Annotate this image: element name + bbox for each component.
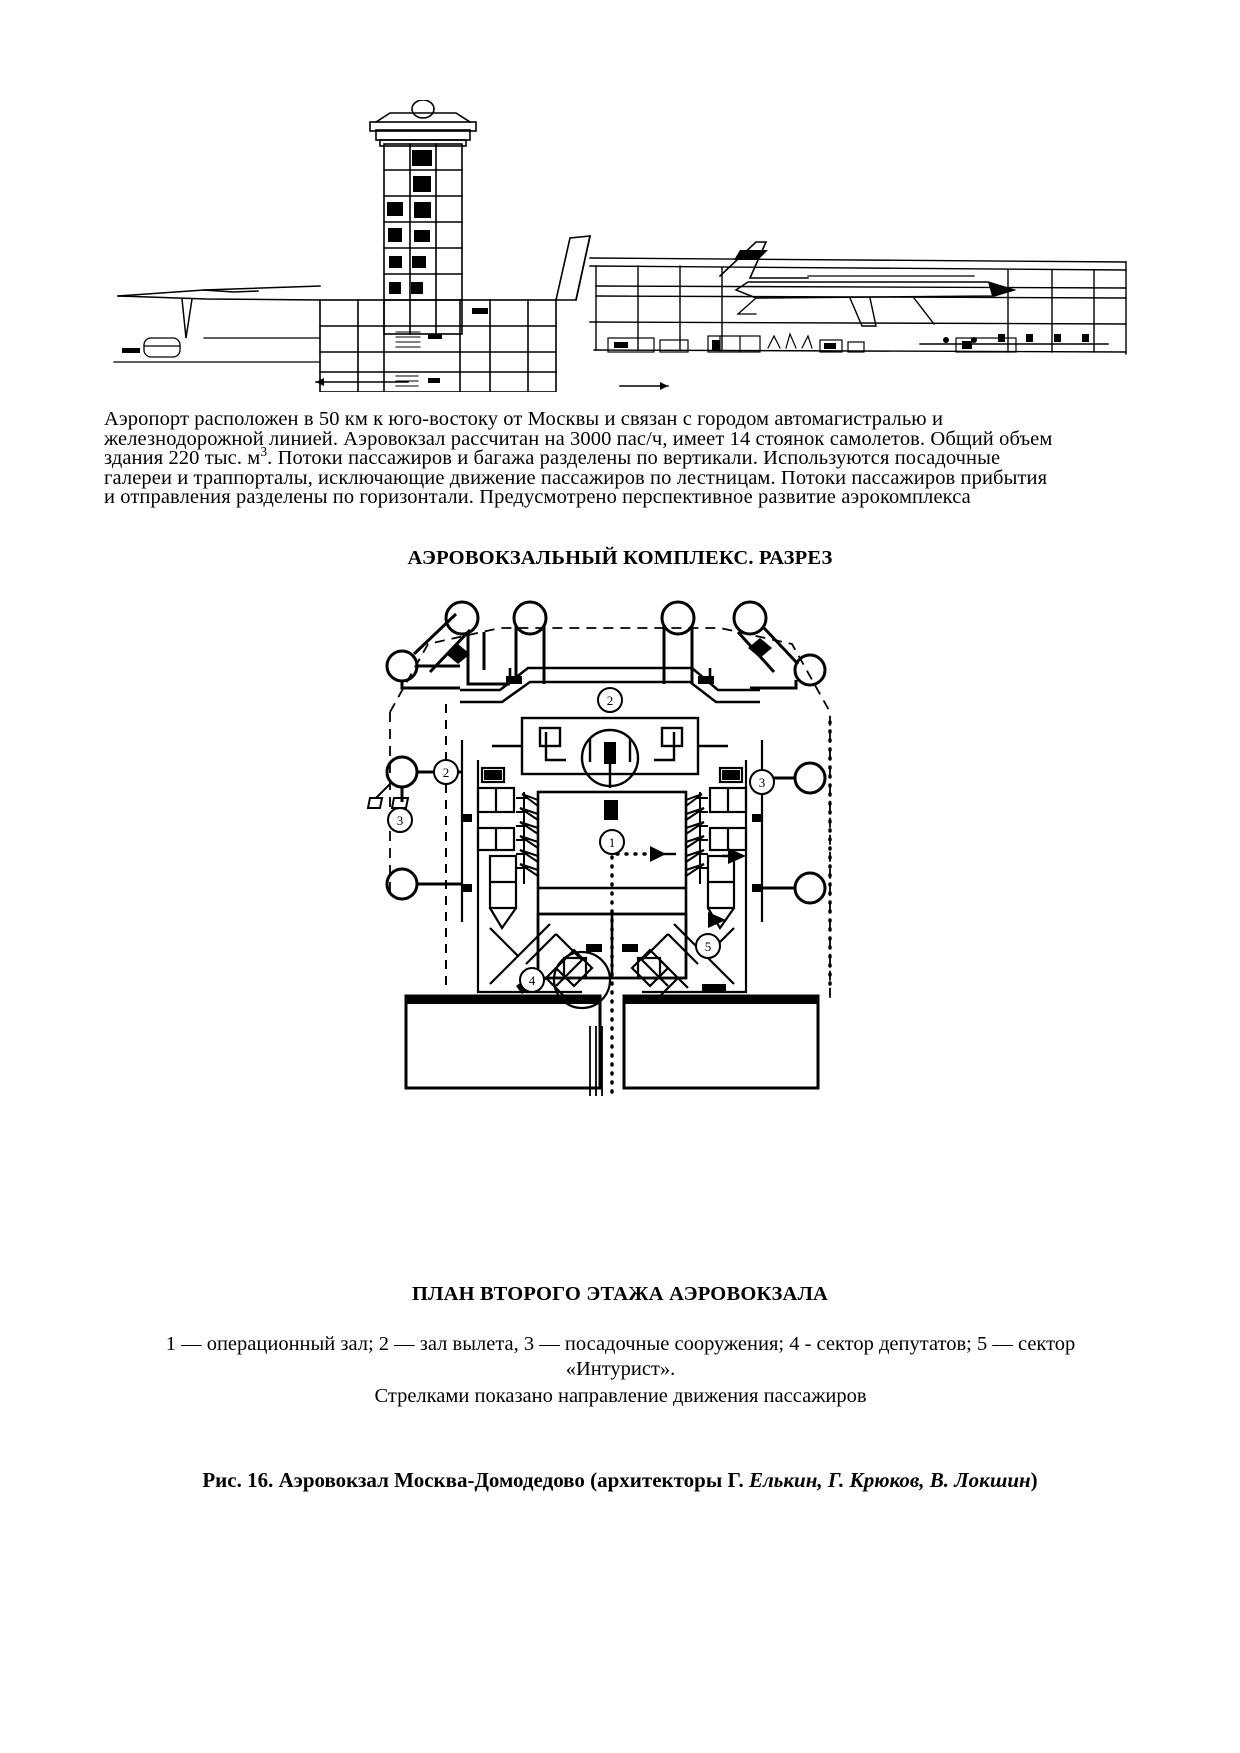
paragraph-line-5: и отправления разделены по горизонтали. … xyxy=(104,486,971,509)
plan-marker-1-label: 1 xyxy=(609,835,616,850)
figure-caption: Рис. 16. Аэровокзал Москва-Домодедово (а… xyxy=(0,1468,1240,1493)
cross-section-heading: АЭРОВОКЗАЛЬНЫЙ КОМПЛЕКС. РАЗРЕЗ xyxy=(407,547,833,569)
aircraft-silhouette xyxy=(718,241,1017,327)
plan-marker-2-top-label: 2 xyxy=(607,693,614,708)
paragraph-line-4: галереи и траппорталы, исключающие движе… xyxy=(104,466,1048,489)
airport-cross-section-figure xyxy=(108,100,1132,392)
figure-caption-prefix: Рис. 16. Аэровокзал Москва-Домодедово (а… xyxy=(202,1468,749,1492)
plan-marker-5-label: 5 xyxy=(705,939,712,954)
plan-marker-2-left: 2 xyxy=(433,759,459,785)
plan-marker-2-left-label: 2 xyxy=(443,765,450,780)
legend-line-1: 1 — операционный зал; 2 — зал вылета, 3 … xyxy=(165,1333,1076,1355)
floor-plan-svg: 1 2 2 3 3 xyxy=(366,600,832,1096)
left-service-wing xyxy=(460,740,518,931)
flow-arrow-stems xyxy=(660,852,742,858)
expansion-dashed-outline xyxy=(389,627,831,1002)
control-tower xyxy=(369,100,477,335)
second-floor-plan-figure: 1 2 2 3 3 xyxy=(350,592,870,1137)
cubic-meter-exponent: 3 xyxy=(260,444,268,460)
paragraph-line-3-prefix: здания 220 тыс. м xyxy=(104,447,261,470)
apron-solid-marks xyxy=(614,340,972,350)
floor-plan-heading: ПЛАН ВТОРОГО ЭТАЖА АЭРОВОКЗАЛА xyxy=(411,1283,829,1305)
ground-vehicle-left xyxy=(122,337,181,358)
plan-marker-5: 5 xyxy=(695,933,721,959)
plan-marker-1: 1 xyxy=(599,829,625,855)
upper-departure-hall xyxy=(492,716,728,788)
terminal-core-block xyxy=(319,299,557,392)
scale-tick-strip xyxy=(919,334,1109,345)
intourist-sector-wing xyxy=(630,922,748,997)
stair-hatching xyxy=(395,331,421,387)
cross-section-svg xyxy=(113,100,1127,392)
plan-marker-3-right-label: 3 xyxy=(759,775,766,790)
flow-arrow-markers xyxy=(315,378,669,390)
plan-marker-2-top: 2 xyxy=(597,687,623,713)
arm-detail-marks xyxy=(446,638,772,684)
canted-facade-wall xyxy=(554,235,592,301)
boarding-gallery-structure xyxy=(589,257,1127,355)
ground-service-symbol xyxy=(366,756,418,809)
paragraph-line-1: Аэропорт расположен в 50 км к юго-восток… xyxy=(104,408,944,430)
lower-centre-rule xyxy=(589,1026,603,1096)
apron-level-details xyxy=(607,332,1017,353)
plan-marker-4: 4 xyxy=(519,967,545,993)
figure-caption-suffix: ) xyxy=(1030,1468,1038,1492)
plan-marker-3-left: 3 xyxy=(387,807,413,833)
right-service-wing xyxy=(706,740,764,931)
plan-legend: 1 — операционный зал; 2 — зал вылета, 3 … xyxy=(104,1332,1137,1409)
operations-hall xyxy=(536,790,688,980)
core-shaft-lower xyxy=(604,800,618,820)
paragraph-line-2: железнодорожной линией. Аэровокзал рассч… xyxy=(104,427,1053,450)
description-paragraph: Аэропорт расположен в 50 км к юго-восток… xyxy=(104,408,1137,509)
gate-teeth-right xyxy=(685,792,708,884)
figure-caption-architect-names: Елькин, Г. Крюков, В. Локшин xyxy=(749,1468,1031,1492)
plan-marker-3-right: 3 xyxy=(749,769,775,795)
paragraph-line-3-suffix: . Потоки пассажиров и багажа разделены п… xyxy=(267,447,1001,470)
legend-line-2: «Интурист». xyxy=(565,1358,676,1380)
gate-teeth-left xyxy=(516,792,539,884)
passenger-flow-dotted-paths xyxy=(610,720,832,1094)
plan-marker-4-label: 4 xyxy=(529,973,536,988)
paragraph-line-3: здания 220 тыс. м3. Потоки пассажиров и … xyxy=(104,445,1137,470)
plan-marker-3-left-label: 3 xyxy=(397,813,404,828)
left-canopy xyxy=(117,285,321,339)
legend-arrows-note: Стрелками показано направление движения … xyxy=(374,1385,867,1407)
deputies-sector-wing xyxy=(476,922,612,1010)
core-shaft-upper xyxy=(604,742,616,764)
plan-number-markers: 1 2 2 3 3 xyxy=(387,687,775,993)
